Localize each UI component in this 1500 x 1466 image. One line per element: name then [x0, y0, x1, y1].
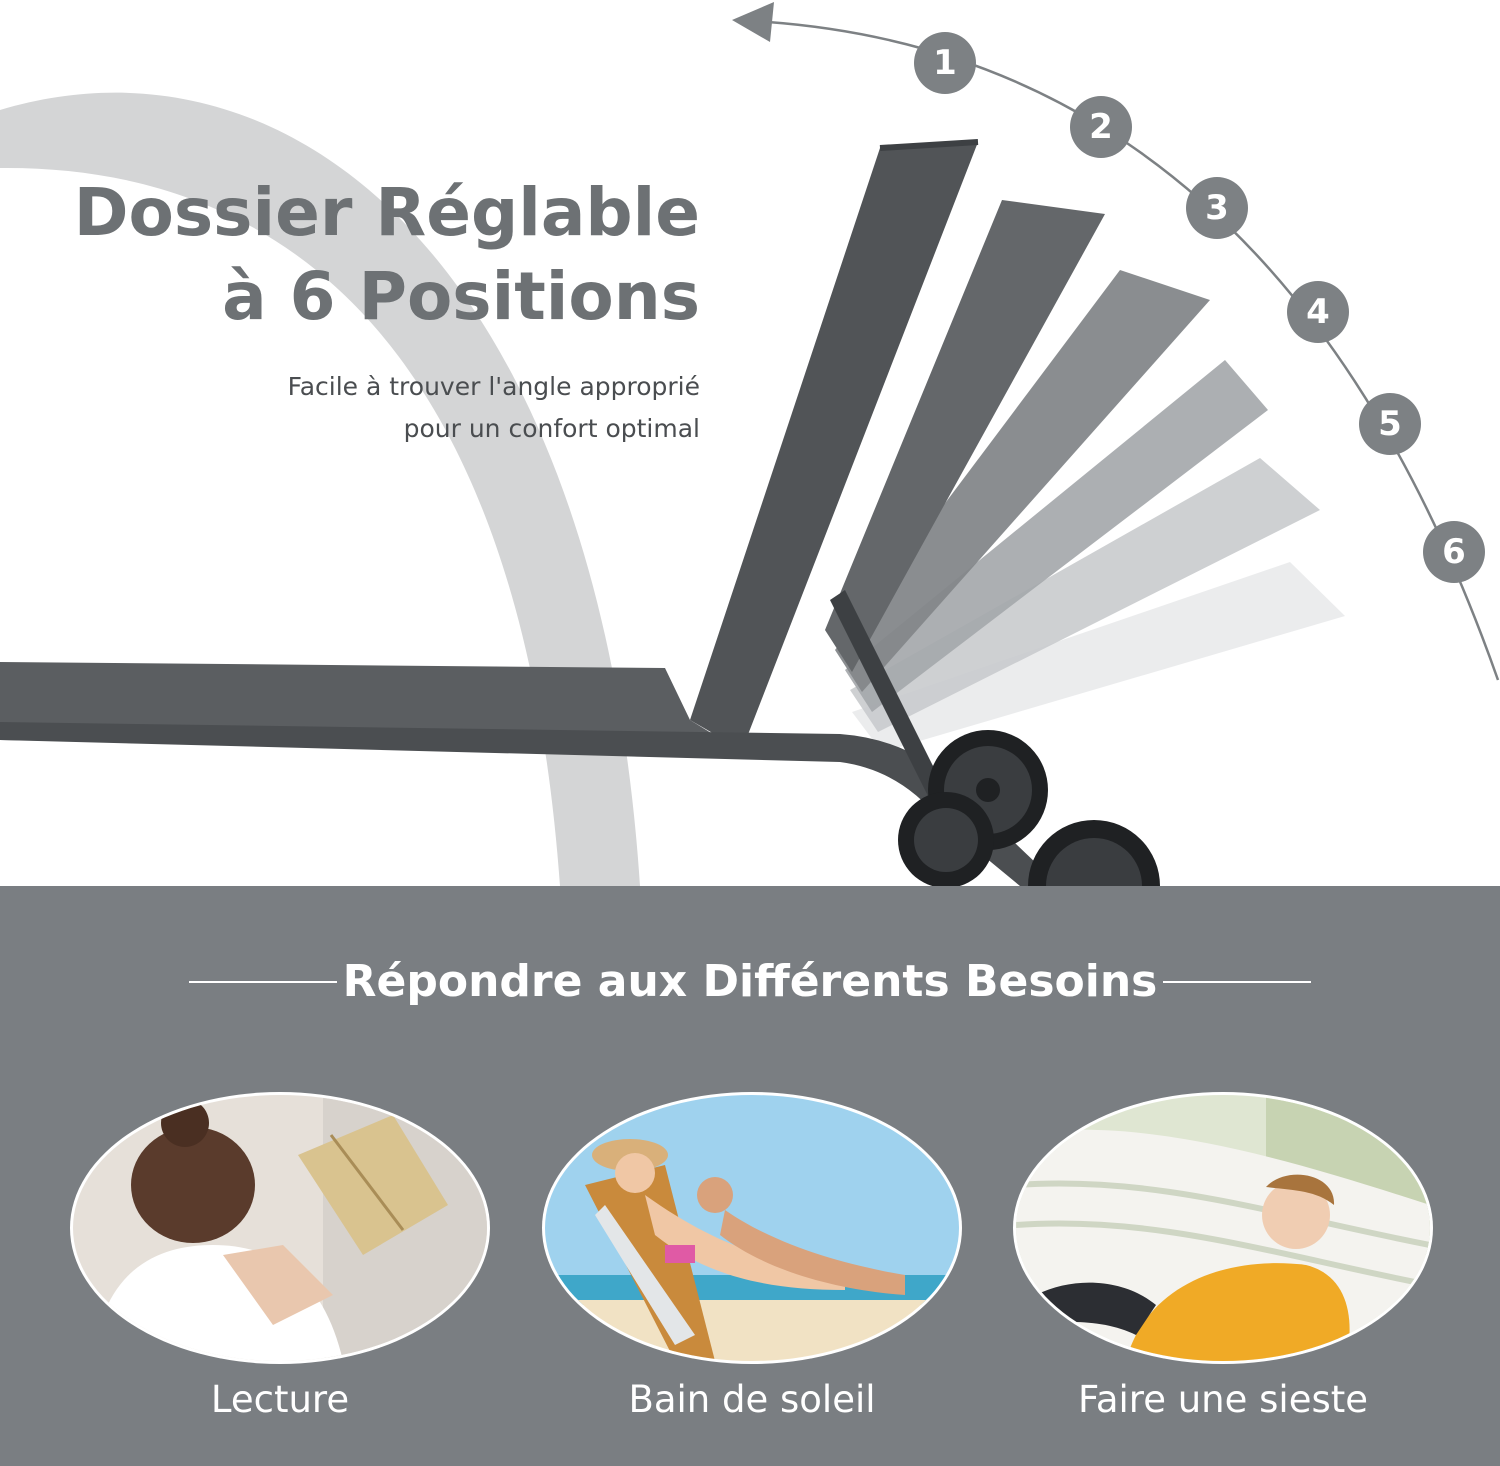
position-badge-3: 3 — [1186, 177, 1248, 239]
use-label: Faire une sieste — [1077, 1378, 1369, 1421]
feature-headline: Dossier Réglable — [73, 174, 700, 251]
wheel-icon — [1028, 820, 1160, 886]
position-badge-1: 1 — [914, 32, 976, 94]
backrest-positions — [690, 139, 1345, 752]
use-card-lecture: Lecture — [70, 1092, 490, 1421]
use-label: Lecture — [210, 1378, 350, 1421]
feature-subtitle-line2: pour un confort optimal — [403, 414, 700, 443]
use-photo-frame — [1013, 1092, 1433, 1364]
arc-arrow-icon — [732, 2, 774, 42]
backrest-main — [690, 142, 978, 750]
position-badge-2: 2 — [1070, 96, 1132, 158]
heading-rule-right — [1163, 980, 1312, 983]
position-badge-5: 5 — [1359, 393, 1421, 455]
feature-subtitle: Facile à trouver l'angle approprié — [287, 372, 700, 401]
section-heading-text: Répondre aux Différents Besoins — [342, 956, 1158, 1007]
position-badge-4: 4 — [1287, 281, 1349, 343]
use-photo-frame — [70, 1092, 490, 1364]
sunbathing-couple-photo — [545, 1095, 959, 1361]
background-swoosh — [0, 92, 640, 886]
backrest-ghost-4 — [845, 360, 1268, 712]
backrest-ghost-5 — [850, 458, 1320, 732]
use-card-faire-une-sieste: Faire une sieste — [1013, 1092, 1433, 1421]
use-photo-frame — [542, 1092, 962, 1364]
support-bracket — [830, 590, 950, 810]
hammock-nap-photo — [1016, 1095, 1430, 1361]
backrest-ghost-6 — [852, 562, 1345, 752]
backrest-ghost-3 — [835, 270, 1210, 692]
lounger-frame — [0, 722, 1060, 886]
use-label: Bain de soleil — [628, 1378, 876, 1421]
use-card-bain-de-soleil: Bain de soleil — [542, 1092, 962, 1421]
section-heading: Répondre aux Différents Besoins — [0, 956, 1500, 1007]
lounger-illustration — [0, 2, 1500, 886]
person-reading-photo — [73, 1095, 487, 1361]
uses-section: Répondre aux Différents Besoins — [0, 886, 1500, 1466]
position-badge-6: 6 — [1423, 521, 1485, 583]
wheel-icon — [898, 792, 994, 886]
adjustable-backrest-section: Dossier Réglable à 6 Positions Facile à … — [0, 0, 1500, 886]
feature-headline-line2: à 6 Positions — [222, 258, 700, 335]
heading-rule-left — [188, 980, 337, 983]
backrest-ghost-2 — [825, 200, 1105, 672]
